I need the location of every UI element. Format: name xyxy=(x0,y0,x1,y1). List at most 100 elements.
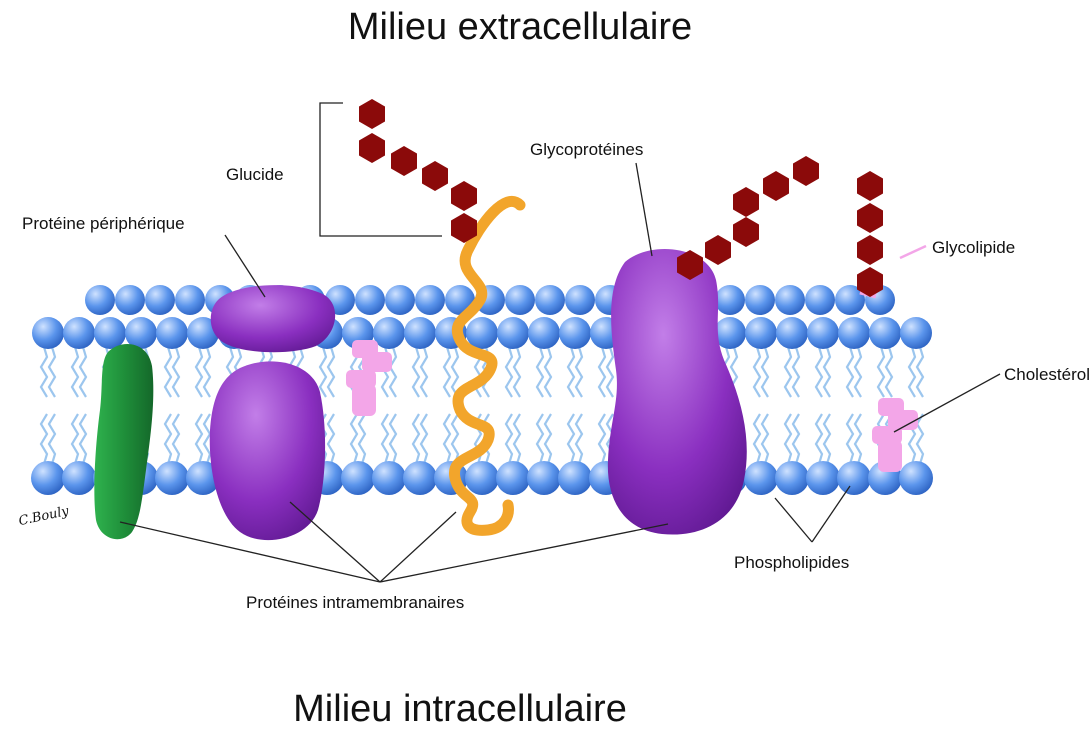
lipid-tail xyxy=(49,347,55,397)
phospholipid-head xyxy=(404,317,436,349)
lipid-tail xyxy=(72,414,78,464)
lipid-tail xyxy=(545,414,551,464)
lipid-tail xyxy=(793,347,799,397)
phospholipid-head xyxy=(465,461,499,495)
glycoproteins-label: Glycoprotéines xyxy=(530,140,643,159)
phospholipid-head xyxy=(415,285,445,315)
intramembrane-leader-4 xyxy=(380,524,668,582)
lipid-tail xyxy=(320,347,326,397)
lipid-tail xyxy=(382,414,388,464)
phospholipid-head xyxy=(744,461,778,495)
lipid-tail xyxy=(545,347,551,397)
cholesterol-molecule xyxy=(346,340,392,416)
lipid-tail xyxy=(816,414,822,464)
sugar-unit xyxy=(391,146,417,176)
lipid-tail xyxy=(165,347,171,397)
phospholipid-head xyxy=(155,461,189,495)
lipid-tail xyxy=(444,347,450,397)
phospholipid-head xyxy=(505,285,535,315)
lipid-tail xyxy=(816,347,822,397)
lipid-tail xyxy=(359,414,365,464)
sugar-unit xyxy=(857,235,883,265)
lipid-tail xyxy=(413,414,419,464)
lipid-tail xyxy=(599,347,605,397)
lipid-tail xyxy=(855,347,861,397)
lipid-tail xyxy=(537,347,543,397)
lipid-tail xyxy=(568,347,574,397)
lipid-tail xyxy=(165,414,171,464)
sugar-unit xyxy=(733,217,759,247)
peripheral-protein xyxy=(211,285,335,352)
lipid-tail xyxy=(847,414,853,464)
purple-transmembrane-protein-left xyxy=(210,361,325,540)
lipid-tail xyxy=(204,414,210,464)
glycoprotein-leader xyxy=(636,163,652,256)
phospholipid-head xyxy=(745,317,777,349)
phospholipid-head xyxy=(806,461,840,495)
phospholipid-head xyxy=(807,317,839,349)
lipid-tail xyxy=(847,347,853,397)
phospholipid-head xyxy=(62,461,96,495)
glycolipid-leader xyxy=(900,246,926,258)
phospholipid-head xyxy=(145,285,175,315)
phospholipid-head xyxy=(715,285,745,315)
phospholipid-head xyxy=(528,317,560,349)
phospholipid-head xyxy=(175,285,205,315)
lipid-tail xyxy=(568,414,574,464)
lipid-tail xyxy=(196,414,202,464)
lipid-tail xyxy=(878,347,884,397)
lipid-tail xyxy=(173,414,179,464)
lipid-tail xyxy=(390,414,396,464)
lipid-tail xyxy=(576,347,582,397)
phospholipid-leader-1 xyxy=(775,498,812,542)
lipid-tail xyxy=(607,347,613,397)
phospholipid-head xyxy=(31,461,65,495)
lipid-tail xyxy=(754,414,760,464)
sugar-unit xyxy=(857,203,883,233)
lipid-tail xyxy=(204,347,210,397)
lipid-tail xyxy=(49,414,55,464)
phospholipid-head xyxy=(497,317,529,349)
sugar-unit xyxy=(451,181,477,211)
phospholipid-head xyxy=(776,317,808,349)
phospholipid-leader-2 xyxy=(812,486,850,542)
lipid-tail xyxy=(506,347,512,397)
lipid-tail xyxy=(537,414,543,464)
phospholipid-head xyxy=(385,285,415,315)
sugar-unit xyxy=(763,171,789,201)
phospholipid-head xyxy=(899,461,933,495)
phospholipid-head xyxy=(838,317,870,349)
sugar-unit xyxy=(422,161,448,191)
lipid-tail xyxy=(599,414,605,464)
sugar-unit xyxy=(705,235,731,265)
cholesterol-label: Cholestérol xyxy=(1004,365,1090,384)
sugar-unit xyxy=(359,133,385,163)
phospholipid-head xyxy=(869,317,901,349)
phospholipid-head xyxy=(496,461,530,495)
lipid-tail xyxy=(41,347,47,397)
sugar-unit xyxy=(793,156,819,186)
lipid-tail xyxy=(762,347,768,397)
lipid-tail xyxy=(506,414,512,464)
phospholipid-head xyxy=(535,285,565,315)
lipid-tail xyxy=(328,347,334,397)
lipid-tail xyxy=(785,347,791,397)
cholesterol-leader xyxy=(894,374,1000,432)
phospholipid-head xyxy=(559,317,591,349)
lipid-tail xyxy=(824,347,830,397)
author-signature: C.Bouly xyxy=(17,504,71,529)
lipid-tail xyxy=(41,414,47,464)
sugar-unit xyxy=(733,187,759,217)
phospholipids-label: Phospholipides xyxy=(734,553,849,572)
cholesterol-molecule-right xyxy=(872,398,918,472)
lipid-tail xyxy=(762,414,768,464)
lipid-tail xyxy=(754,347,760,397)
sugar-unit xyxy=(359,99,385,129)
lipid-tail xyxy=(351,414,357,464)
phospholipid-head xyxy=(32,317,64,349)
intramembrane-leader-3 xyxy=(380,512,456,582)
lipid-tail xyxy=(855,414,861,464)
phospholipid-head xyxy=(341,461,375,495)
lipid-tail xyxy=(576,414,582,464)
phospholipid-head xyxy=(775,461,809,495)
